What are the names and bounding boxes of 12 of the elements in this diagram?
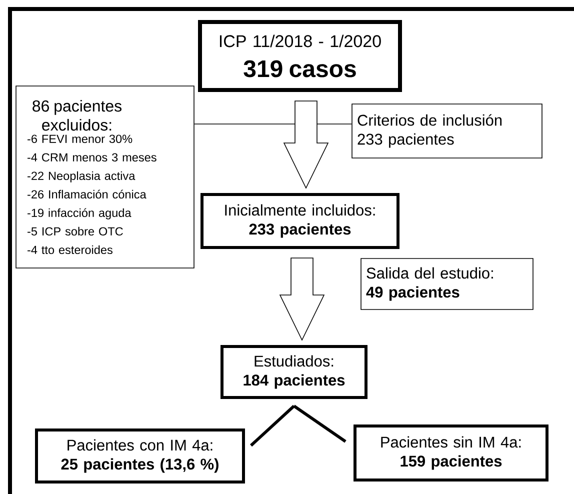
- outcome-box: Pacientes sin IM 4a: 159 pacientes: [354, 424, 548, 482]
- block-arrow: [279, 258, 325, 341]
- title-box: ICP 11/2018 - 1/2020 319 casos: [198, 20, 402, 92]
- outcome-box: Pacientes con IM 4a: 25 pacientes (13,6 %): [35, 428, 245, 484]
- note-box: Salida del estudio: 49 pacientes: [360, 258, 534, 310]
- branch-line: [250, 404, 296, 447]
- inclusion-box: Criterios de inclusión 233 pacientes: [352, 104, 542, 158]
- block-arrow: [283, 100, 329, 189]
- process-box: Inicialmente incluidos: 233 pacientes: [200, 193, 400, 249]
- process-box: Estudiados: 184 pacientes: [220, 345, 368, 399]
- exclusion-box: 86 pacientes excluidos: -6 FEVI menor 30% -4 CRM menos 3 meses -22 Neoplasia activa -26 Inflamación cónica -19 infacción aguda -5 ICP sobre OTC -4 tto esteroides: [16, 86, 194, 268]
- branch-line: [293, 404, 346, 443]
